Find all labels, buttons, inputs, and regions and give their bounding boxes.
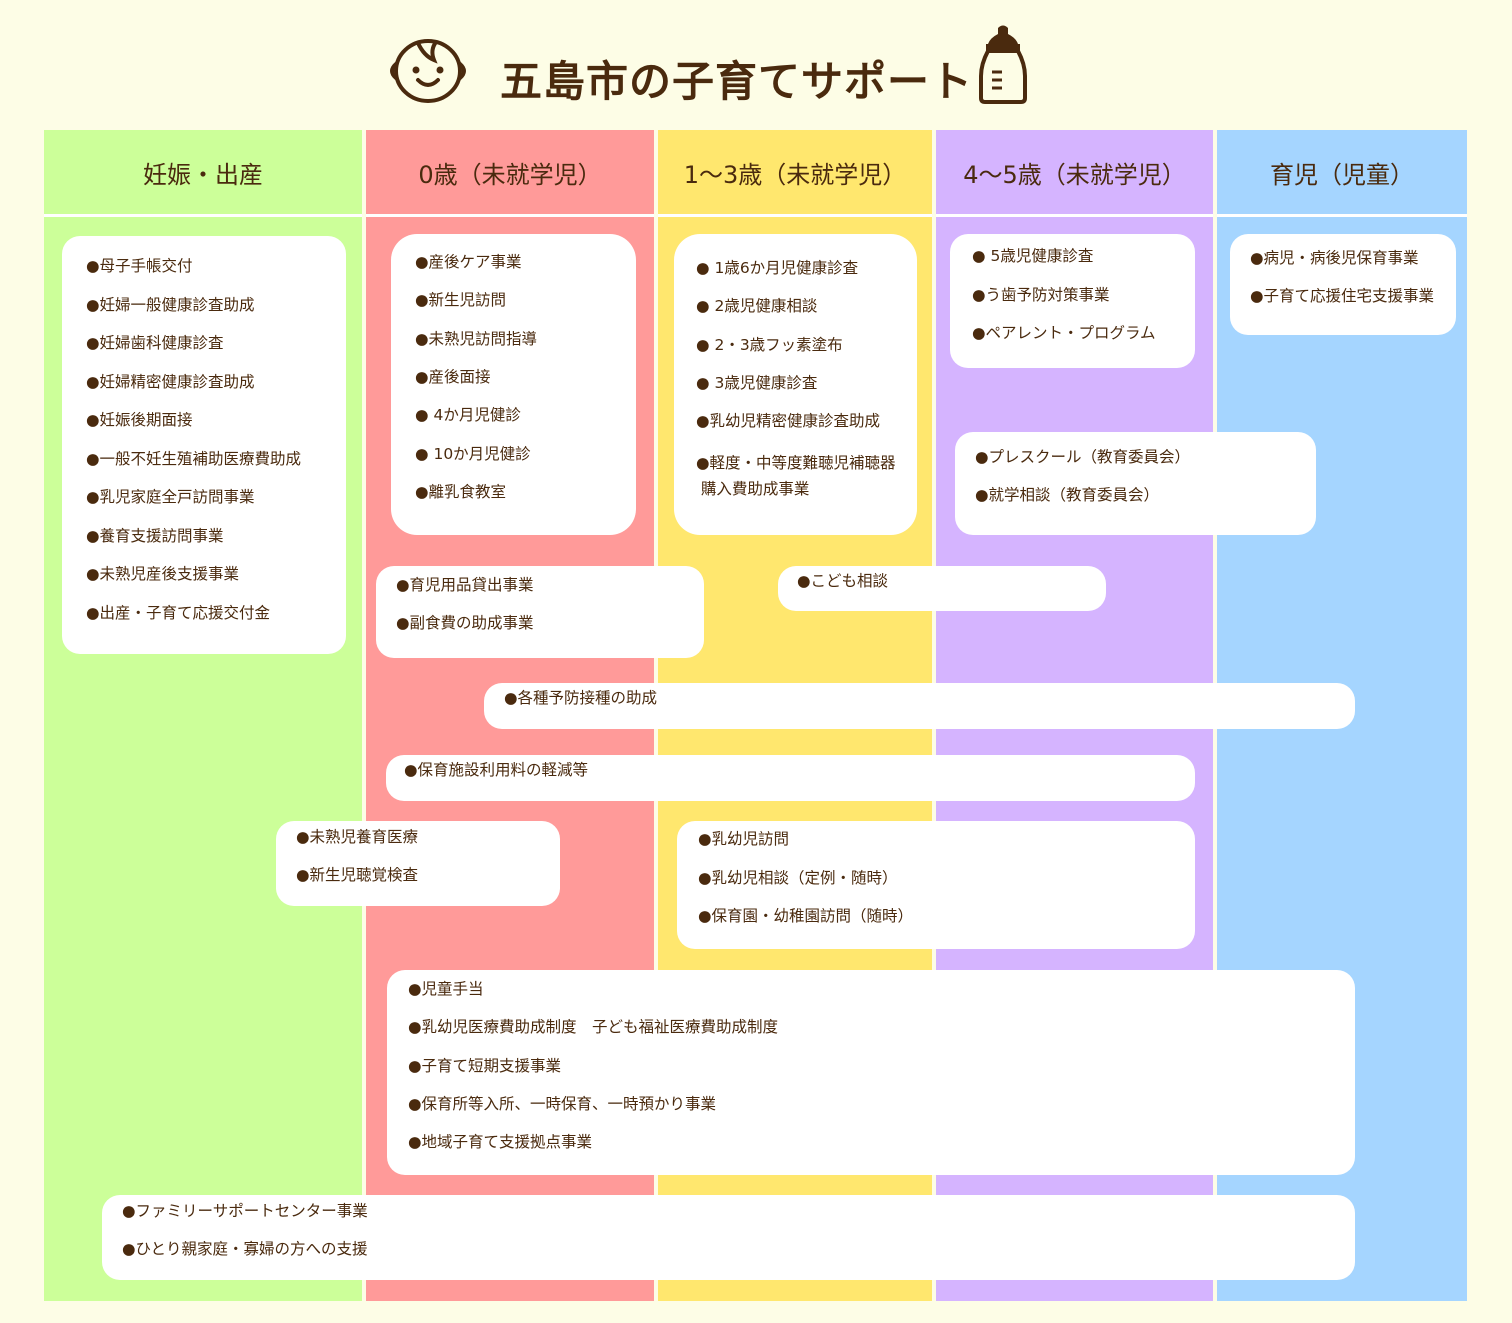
column-header: 4～5歳（未就学児） <box>936 130 1213 217</box>
page-title: 五島市の子育てサポート <box>500 57 974 106</box>
service-item: ●乳幼児精密健康診査助成 <box>696 412 881 431</box>
service-item: ●新生児聴覚検査 <box>296 866 419 884</box>
allowance-services-box: ●児童手当 ●乳幼児医療費助成制度 子ども福祉医療費助成制度 ●子育て短期支援事業 ●… <box>387 970 1355 1175</box>
service-item: ●ファミリーサポートセンター事業 <box>122 1202 368 1220</box>
service-item: ● 4か月児健診 <box>415 406 521 425</box>
service-item: ●乳幼児訪問 <box>698 830 790 848</box>
service-item: ●育児用品貸出事業 <box>396 576 534 594</box>
service-item: ●ひとり親家庭・寡婦の方への支援 <box>122 1240 368 1258</box>
baby-face-icon <box>390 39 466 103</box>
service-item: ● 2歳児健康相談 <box>696 297 818 316</box>
service-item: ● 5歳児健康診査 <box>972 247 1094 265</box>
service-item: ●出産・子育て応援交付金 <box>86 603 271 622</box>
service-item: ●妊婦精密健康診査助成 <box>86 372 255 391</box>
pregnancy-services-box: ●母子手帳交付 ●妊婦一般健康診査助成 ●妊婦歯科健康診査 ●妊婦精密健康診査助成 ●妊… <box>62 236 346 654</box>
baby-bottle-icon <box>979 25 1027 104</box>
service-item: ●就学相談（教育委員会） <box>975 486 1160 504</box>
family-services-box: ●ファミリーサポートセンター事業 ●ひとり親家庭・寡婦の方への支援 <box>102 1195 1355 1280</box>
service-item: ●未熟児訪問指導 <box>415 329 538 348</box>
service-item: ●保育施設利用料の軽減等 <box>404 761 589 779</box>
service-item: ●軽度・中等度難聴児補聴器 購入費助成事業 <box>696 453 896 498</box>
service-item: ●一般不妊生殖補助医療費助成 <box>86 449 302 468</box>
service-item: ●病児・病後児保育事業 <box>1250 249 1419 267</box>
service-item: ●養育支援訪問事業 <box>86 526 224 545</box>
service-item: ●各種予防接種の助成 <box>504 689 658 707</box>
service-item: ●乳児家庭全戸訪問事業 <box>86 488 255 506</box>
service-item: ●乳幼児医療費助成制度 子ども福祉医療費助成制度 <box>408 1018 779 1037</box>
service-item: ● 10か月児健診 <box>415 444 531 463</box>
column-header: 育児（児童） <box>1217 130 1467 217</box>
service-item: ●保育園・幼稚園訪問（随時） <box>698 907 914 925</box>
consult-services-box: ●こども相談 <box>778 566 1106 611</box>
age0-services-box: ●産後ケア事業 ●新生児訪問 ●未熟児訪問指導 ●産後面接 ● 4か月児健診 ● 10か月… <box>391 234 636 535</box>
service-item: ●こども相談 <box>797 572 889 590</box>
service-item: ●母子手帳交付 <box>86 257 193 275</box>
goods-services-box: ●育児用品貸出事業 ●副食費の助成事業 <box>376 566 704 658</box>
infant-visit-services-box: ●乳幼児訪問 ●乳幼児相談（定例・随時） ●保育園・幼稚園訪問（随時） <box>677 821 1195 949</box>
column-header: 1～3歳（未就学児） <box>658 130 932 217</box>
service-item: ●地域子育て支援拠点事業 <box>408 1133 593 1152</box>
vaccination-services-box: ●各種予防接種の助成 <box>484 683 1355 729</box>
age1-3-services-box: ● 1歳6か月児健康診査 ● 2歳児健康相談 ● 2・3歳フッ素塗布 ● 3歳児健康診… <box>674 234 917 535</box>
service-item: ●乳幼児相談（定例・随時） <box>698 868 898 887</box>
column-header: 0歳（未就学児） <box>366 130 654 217</box>
service-item: ●妊婦一般健康診査助成 <box>86 295 255 314</box>
service-item: ●妊娠後期面接 <box>86 411 193 429</box>
service-item: ●プレスクール（教育委員会） <box>975 448 1191 466</box>
child-services-box: ●病児・病後児保育事業 ●子育て応援住宅支援事業 <box>1230 234 1456 335</box>
service-item: ● 1歳6か月児健康診査 <box>696 259 859 277</box>
premature-services-box: ●未熟児養育医療 ●新生児聴覚検査 <box>276 821 560 906</box>
service-item: ●子育て応援住宅支援事業 <box>1250 287 1435 305</box>
service-item: ●未熟児産後支援事業 <box>86 565 240 583</box>
service-item: ● 2・3歳フッ素塗布 <box>696 335 843 354</box>
preschool-services-box: ●プレスクール（教育委員会） ●就学相談（教育委員会） <box>955 432 1316 535</box>
column-header: 妊娠・出産 <box>44 130 362 217</box>
service-item: ●保育所等入所、一時保育、一時預かり事業 <box>408 1094 717 1113</box>
service-item: ●児童手当 <box>408 980 484 998</box>
service-item: ●副食費の助成事業 <box>396 614 534 632</box>
service-item: ● 3歳児健康診査 <box>696 373 818 392</box>
header: 五島市の子育てサポート <box>0 25 1512 108</box>
service-item: ●う歯予防対策事業 <box>972 285 1110 304</box>
age4-5-services-box: ● 5歳児健康診査 ●う歯予防対策事業 ●ペアレント・プログラム <box>950 234 1195 368</box>
service-item: ●未熟児養育医療 <box>296 828 419 846</box>
service-item: ●妊婦歯科健康診査 <box>86 334 224 352</box>
service-item: ●新生児訪問 <box>415 291 507 310</box>
service-item: ●子育て短期支援事業 <box>408 1056 562 1075</box>
service-item: ●産後面接 <box>415 367 491 386</box>
service-item: ●ペアレント・プログラム <box>972 324 1156 342</box>
service-item: ●産後ケア事業 <box>415 253 522 271</box>
daycare-fee-services-box: ●保育施設利用料の軽減等 <box>386 755 1195 801</box>
service-item: ●離乳食教室 <box>415 482 507 501</box>
